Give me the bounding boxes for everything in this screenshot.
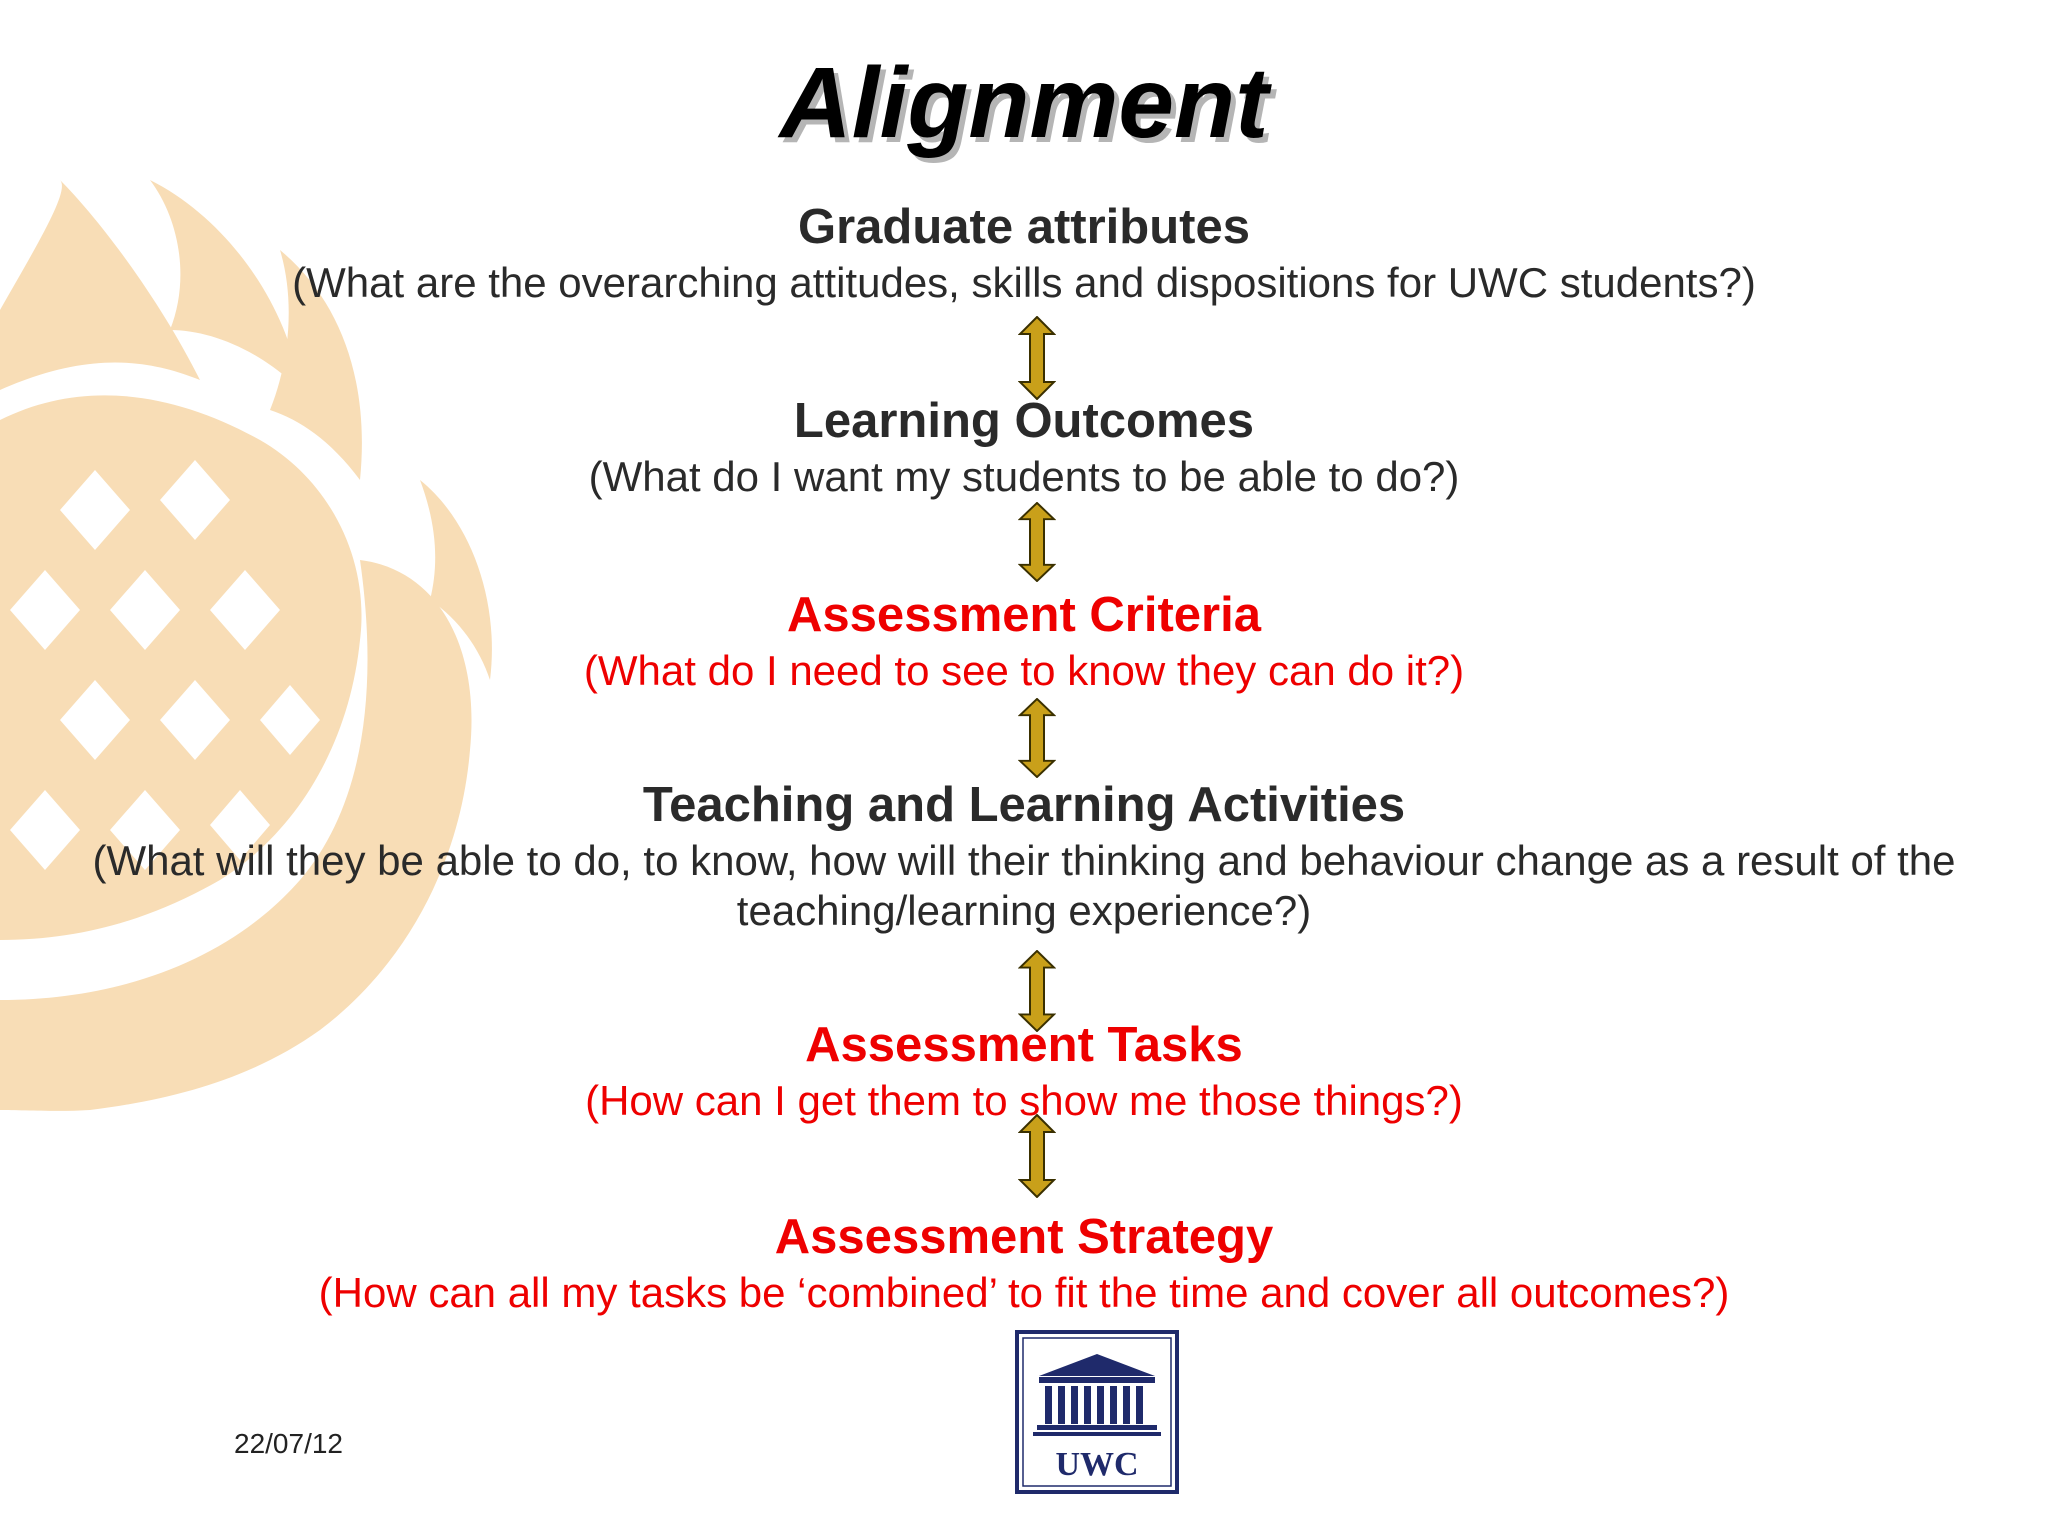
item-heading: Assessment Criteria — [787, 588, 1261, 642]
item-question: (What do I want my students to be able t… — [588, 453, 1460, 500]
item-question: (How can all my tasks be ‘combined’ to f… — [318, 1269, 1730, 1316]
item-question: (What will they be able to do, to know, … — [92, 837, 1956, 934]
item-heading: Teaching and Learning Activities — [642, 778, 1406, 832]
item-teaching-learning-activities: Teaching and Learning Activities (What w… — [0, 774, 2048, 936]
item-question: (What do I need to see to know they can … — [583, 647, 1465, 694]
double-arrow-icon — [1018, 1114, 1056, 1198]
item-assessment-criteria: Assessment Criteria (What do I need to s… — [0, 584, 2048, 696]
item-heading: Assessment Tasks — [805, 1018, 1243, 1072]
item-question: (What are the overarching attitudes, ski… — [292, 259, 1756, 306]
double-arrow-icon — [1018, 950, 1056, 1032]
logo-text: UWC — [1055, 1446, 1138, 1483]
item-learning-outcomes: Learning Outcomes (What do I want my stu… — [0, 390, 2048, 502]
item-graduate-attributes: Graduate attributes (What are the overar… — [0, 196, 2048, 308]
item-question: (How can I get them to show me those thi… — [585, 1077, 1463, 1124]
protea-flower-watermark-icon — [0, 180, 492, 1111]
item-heading: Graduate attributes — [798, 200, 1250, 254]
slide-date: 22/07/12 — [234, 1428, 343, 1459]
uwc-building-logo-icon: UWC — [1015, 1330, 1179, 1494]
item-assessment-strategy: Assessment Strategy (How can all my task… — [0, 1206, 2048, 1318]
item-heading: Assessment Strategy — [774, 1210, 1274, 1264]
slide-title: Alignment — [779, 47, 1269, 159]
item-assessment-tasks: Assessment Tasks (How can I get them to … — [0, 1014, 2048, 1126]
item-heading: Learning Outcomes — [793, 394, 1255, 448]
double-arrow-icon — [1018, 502, 1056, 582]
double-arrow-icon — [1018, 316, 1056, 400]
double-arrow-icon — [1018, 698, 1056, 778]
